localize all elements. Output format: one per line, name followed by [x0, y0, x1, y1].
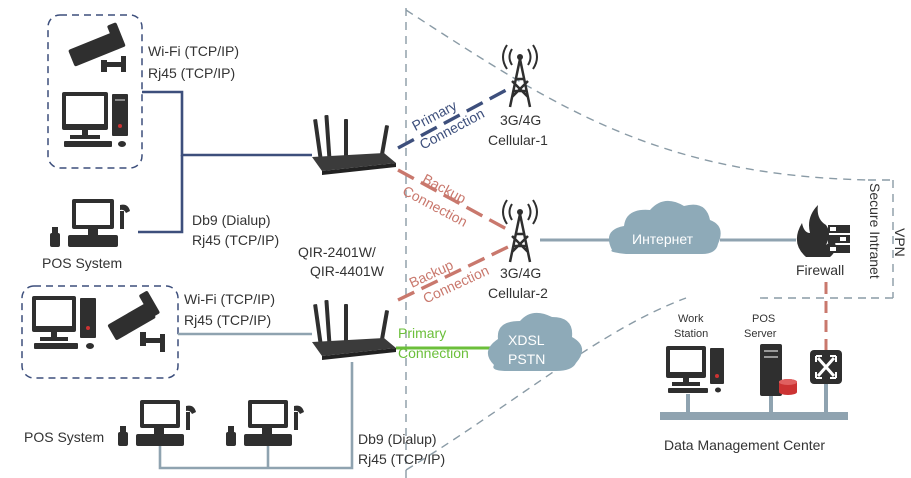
bottom-pos-db9-label: Db9 (Dialup): [358, 431, 437, 447]
xdsl-label: XDSL: [508, 332, 545, 348]
primary-link-bottom-label-2: Connection: [398, 345, 469, 361]
pos-system-label-top: POS System: [42, 255, 122, 271]
router-icon: [312, 299, 396, 360]
router-icon: [312, 114, 396, 175]
cell1-label-2: Cellular-1: [488, 132, 548, 148]
site-top-device-group: [47, 14, 143, 169]
cloud-icon: [608, 200, 721, 254]
primary-link-top: [397, 86, 511, 150]
top-pos-rj45-label: Rj45 (TCP/IP): [192, 232, 279, 248]
bottom-pos-rj45-label: Rj45 (TCP/IP): [358, 451, 445, 467]
pos-server-label-2: Server: [744, 328, 777, 340]
router-model-label-1: QIR-2401W/: [298, 244, 376, 260]
computer-icon: [62, 92, 128, 147]
pstn-label: PSTN: [508, 351, 545, 367]
pos-terminal-icon: [226, 400, 304, 446]
backup-link-bottom: [397, 243, 513, 302]
firewall-icon: [796, 205, 850, 257]
cloud-icon: [487, 312, 583, 371]
server-icon: [760, 344, 797, 396]
internet-label: Интернет: [632, 231, 694, 247]
dmc-backbone: [660, 384, 848, 420]
workstation-label-1: Work: [678, 313, 704, 325]
top-pos-db9-label: Db9 (Dialup): [192, 212, 271, 228]
pos-server-label-1: POS: [752, 313, 775, 325]
computer-icon: [32, 296, 96, 349]
dmc-title: Data Management Center: [664, 437, 825, 453]
bottom-wifi-label: Wi-Fi (TCP/IP): [184, 291, 275, 307]
firewall-label: Firewall: [796, 262, 844, 278]
pos-system-label-bottom: POS System: [24, 429, 104, 445]
bottom-rj45-label: Rj45 (TCP/IP): [184, 312, 271, 328]
pos-terminal-icon: [50, 199, 130, 247]
vpn-label: VPN: [892, 228, 908, 257]
site-bottom-device-group: [21, 285, 179, 379]
secure-intranet-boundary: [405, 8, 894, 478]
cell1-label-1: 3G/4G: [500, 112, 541, 128]
computer-icon: [666, 346, 724, 393]
top-wifi-label: Wi-Fi (TCP/IP): [148, 43, 239, 59]
workstation-label-2: Station: [674, 328, 708, 340]
primary-link-bottom-label-1: Primary: [398, 325, 446, 341]
cell2-label-2: Cellular-2: [488, 285, 548, 301]
pos-terminal-icon: [118, 400, 196, 446]
bottom-pos-wiring: [158, 362, 354, 470]
camera-icon: [68, 22, 126, 72]
router-model-label-2: QIR-4401W: [310, 263, 385, 279]
top-rj45-label: Rj45 (TCP/IP): [148, 65, 235, 81]
backup-link-top: [397, 168, 513, 234]
backup-link-top-label: Backup Connection: [400, 170, 470, 229]
top-site-wiring: [138, 90, 312, 234]
secure-intranet-label: Secure Intranet: [867, 183, 883, 279]
switch-icon: [810, 350, 842, 384]
camera-icon: [107, 291, 165, 352]
cell-tower-icon: [502, 199, 538, 263]
cell2-label-1: 3G/4G: [500, 265, 541, 281]
cell-tower-icon: [502, 44, 538, 108]
